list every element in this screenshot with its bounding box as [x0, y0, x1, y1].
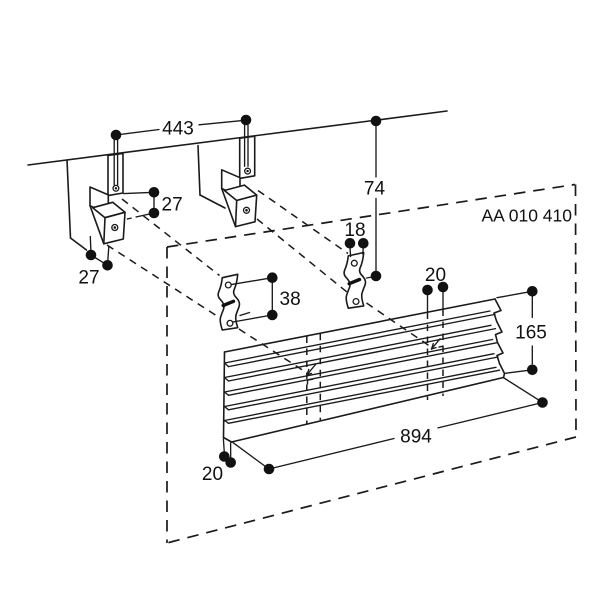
dim-27-bottom-label: 27 — [78, 268, 99, 289]
dim-20-bottom: 20 — [202, 438, 236, 485]
dim-20-top: 20 — [422, 265, 449, 296]
accessory-kit-dashed-border — [166, 183, 577, 544]
screw-lines — [113, 124, 249, 186]
dim-74: 74 — [364, 115, 386, 282]
dim-27-top: 27 — [123, 187, 183, 220]
dim-165-label: 165 — [515, 323, 547, 344]
grille-right-edge — [493, 298, 506, 379]
dim-165: 165 — [496, 286, 547, 376]
dim-894-label: 894 — [400, 427, 432, 448]
dim-38: 38 — [230, 272, 301, 323]
hook-arrow-icon — [430, 338, 445, 350]
dim-38-label: 38 — [280, 289, 301, 310]
dim-20-top-label: 20 — [425, 265, 446, 286]
dim-18-label: 18 — [344, 220, 365, 241]
dim-27-top-label: 27 — [162, 195, 183, 216]
ceiling-bracket-left — [89, 152, 126, 245]
grille-panel — [222, 291, 506, 443]
dim-74-label: 74 — [364, 179, 386, 200]
dim-894: 894 — [232, 377, 548, 475]
part-number-label: AA 010 410 — [482, 206, 573, 226]
ceiling-bracket-right — [220, 135, 258, 228]
dim-443-label: 443 — [162, 119, 194, 140]
dim-20-bottom-label: 20 — [202, 464, 223, 485]
dim-18: 18 — [344, 220, 369, 258]
dim-443: 443 — [110, 114, 252, 141]
projection-lines — [106, 189, 430, 373]
tick-mark — [239, 311, 251, 317]
dim-27-bottom: 27 — [78, 235, 113, 289]
mounting-clip-right — [342, 250, 368, 310]
mount-position-left — [306, 333, 322, 424]
hook-arrow-icon — [306, 363, 317, 385]
mount-position-right — [426, 291, 445, 400]
